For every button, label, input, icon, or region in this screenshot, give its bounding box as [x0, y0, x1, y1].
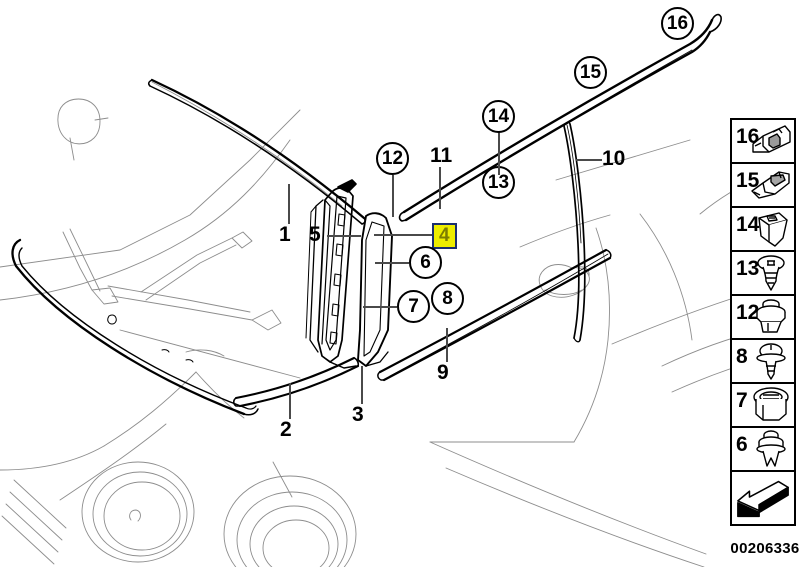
clip-retainer-icon — [749, 164, 793, 206]
self-tapping-screw-icon — [749, 252, 793, 294]
callout-10[interactable]: 10 — [602, 147, 626, 170]
leader-line-11 — [439, 167, 441, 209]
legend-item-number: 15 — [736, 169, 760, 192]
legend-item-number: 16 — [736, 125, 760, 148]
callout-3[interactable]: 3 — [352, 403, 364, 426]
callout-11[interactable]: 11 — [430, 144, 453, 167]
leader-line-6 — [375, 262, 409, 264]
legend-item-number: 14 — [736, 213, 760, 236]
callout-16[interactable]: 16 — [661, 7, 694, 40]
legend-item-14[interactable]: 14 — [730, 206, 796, 252]
callout-8[interactable]: 8 — [431, 282, 464, 315]
leader-line-4 — [374, 234, 432, 236]
legend-item-12[interactable]: 12 — [730, 294, 796, 340]
legend-item-13[interactable]: 13 — [730, 250, 796, 296]
callout-5[interactable]: 5 — [309, 223, 321, 246]
leader-line-2 — [289, 383, 291, 419]
legend-item-16[interactable]: 16 — [730, 118, 796, 164]
callout-9[interactable]: 9 — [437, 361, 449, 384]
legend-item-number: 12 — [736, 301, 760, 324]
callout-12[interactable]: 12 — [376, 142, 409, 175]
leader-line-14 — [498, 133, 500, 175]
callout-4[interactable]: 4 — [432, 223, 457, 249]
legend-item-7[interactable]: 7 — [730, 382, 796, 428]
square-head-plug-icon — [749, 208, 793, 250]
direction-arrow-icon — [734, 475, 792, 521]
push-pin-clip-icon — [749, 428, 793, 470]
leader-line-1 — [288, 184, 290, 224]
legend-item-8[interactable]: 8 — [730, 338, 796, 384]
callout-14[interactable]: 14 — [482, 100, 515, 133]
callout-1[interactable]: 1 — [279, 223, 291, 246]
callout-7[interactable]: 7 — [397, 290, 430, 323]
leader-line-3 — [361, 366, 363, 404]
legend-item-15[interactable]: 15 — [730, 162, 796, 208]
expanding-rivet-icon — [749, 296, 793, 338]
leader-line-7 — [363, 306, 397, 308]
leader-line-10 — [576, 159, 602, 161]
diagram-number: 00206336 — [730, 540, 800, 557]
legend-item-number: 8 — [736, 345, 748, 368]
leader-line-12 — [392, 175, 394, 217]
callout-15[interactable]: 15 — [574, 56, 607, 89]
legend-item-number: 13 — [736, 257, 760, 280]
callout-6[interactable]: 6 — [409, 246, 442, 279]
callout-2[interactable]: 2 — [280, 418, 292, 441]
oval-grommet-icon — [749, 384, 793, 426]
legend-direction-arrow-box — [730, 470, 796, 526]
legend-item-number: 6 — [736, 433, 748, 456]
pan-head-screw-icon — [749, 340, 793, 382]
leader-line-5 — [327, 235, 361, 237]
legend-item-number: 7 — [736, 389, 748, 412]
leader-line-9 — [446, 328, 448, 362]
legend-panel: 16 15 14 13 12 8 7 6 — [730, 118, 796, 526]
legend-item-6[interactable]: 6 — [730, 426, 796, 472]
clip-bracket-icon — [749, 120, 793, 162]
